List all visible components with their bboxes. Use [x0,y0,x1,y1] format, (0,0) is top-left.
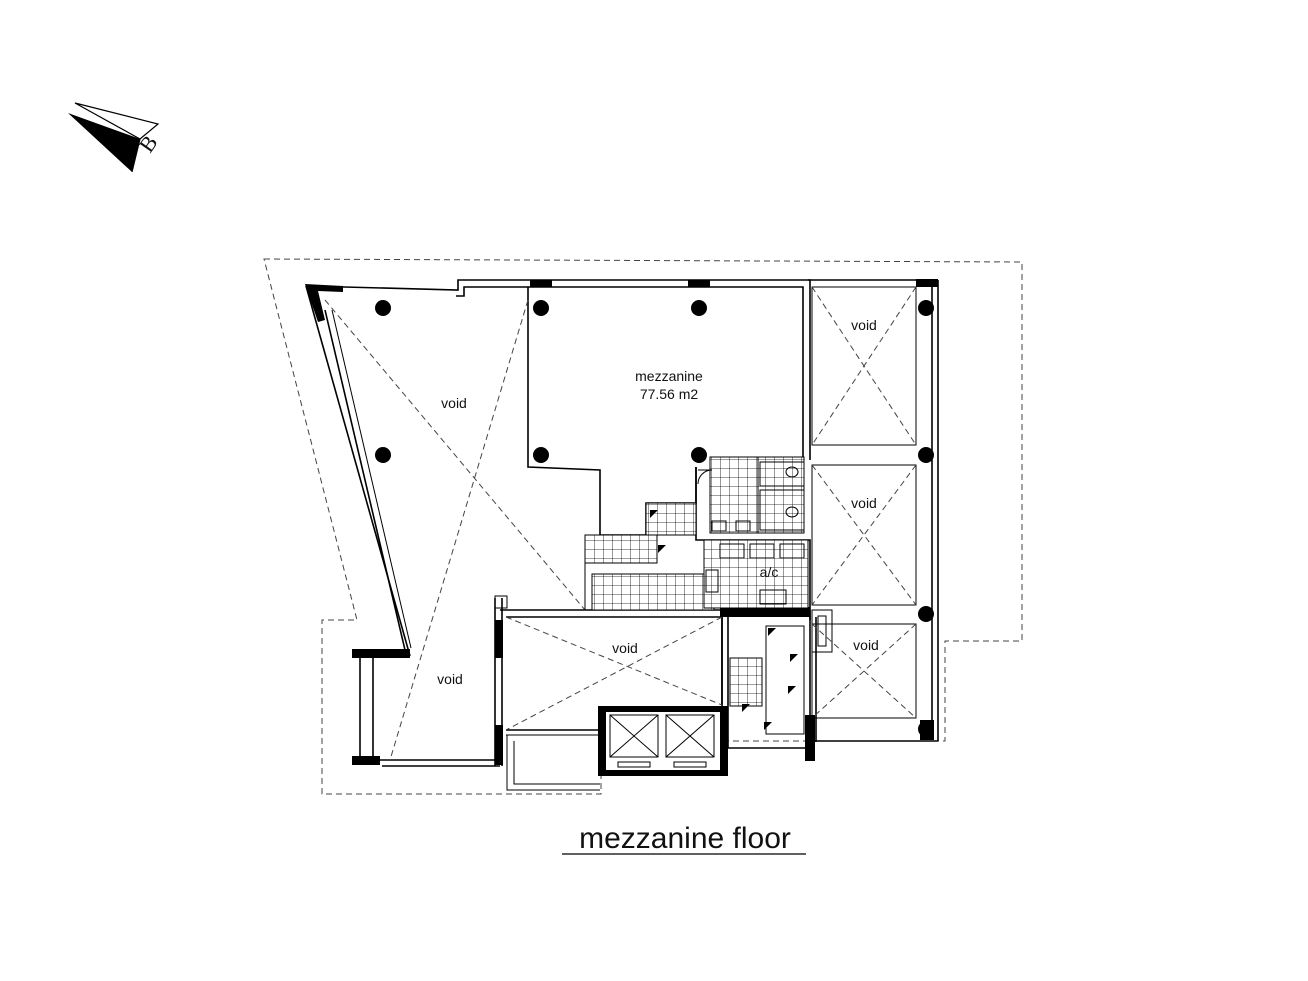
void-label-right-top: void [851,317,877,333]
structural-stubs [305,279,938,765]
drawing-title: mezzanine floor [579,822,791,855]
north-arrow-icon: B [68,102,163,173]
void-label-left-top: void [441,395,467,411]
escape-stair [729,625,805,735]
lift-shafts [598,706,728,776]
mezzanine-room-label: mezzanine [635,368,703,384]
site-boundary [263,258,1023,795]
columns [375,300,934,737]
void-label-right-bottom: void [853,637,879,653]
void-label-right-middle: void [851,495,877,511]
ac-label: a/c [760,564,779,580]
mezzanine-area-label: 77.56 m2 [640,386,699,402]
void-label-left-bottom: void [437,671,463,687]
north-arrow-letter: B [134,130,163,156]
void-diagonals [324,286,917,761]
washroom-block [697,456,809,609]
void-label-center: void [612,640,638,656]
staircase [584,502,715,611]
